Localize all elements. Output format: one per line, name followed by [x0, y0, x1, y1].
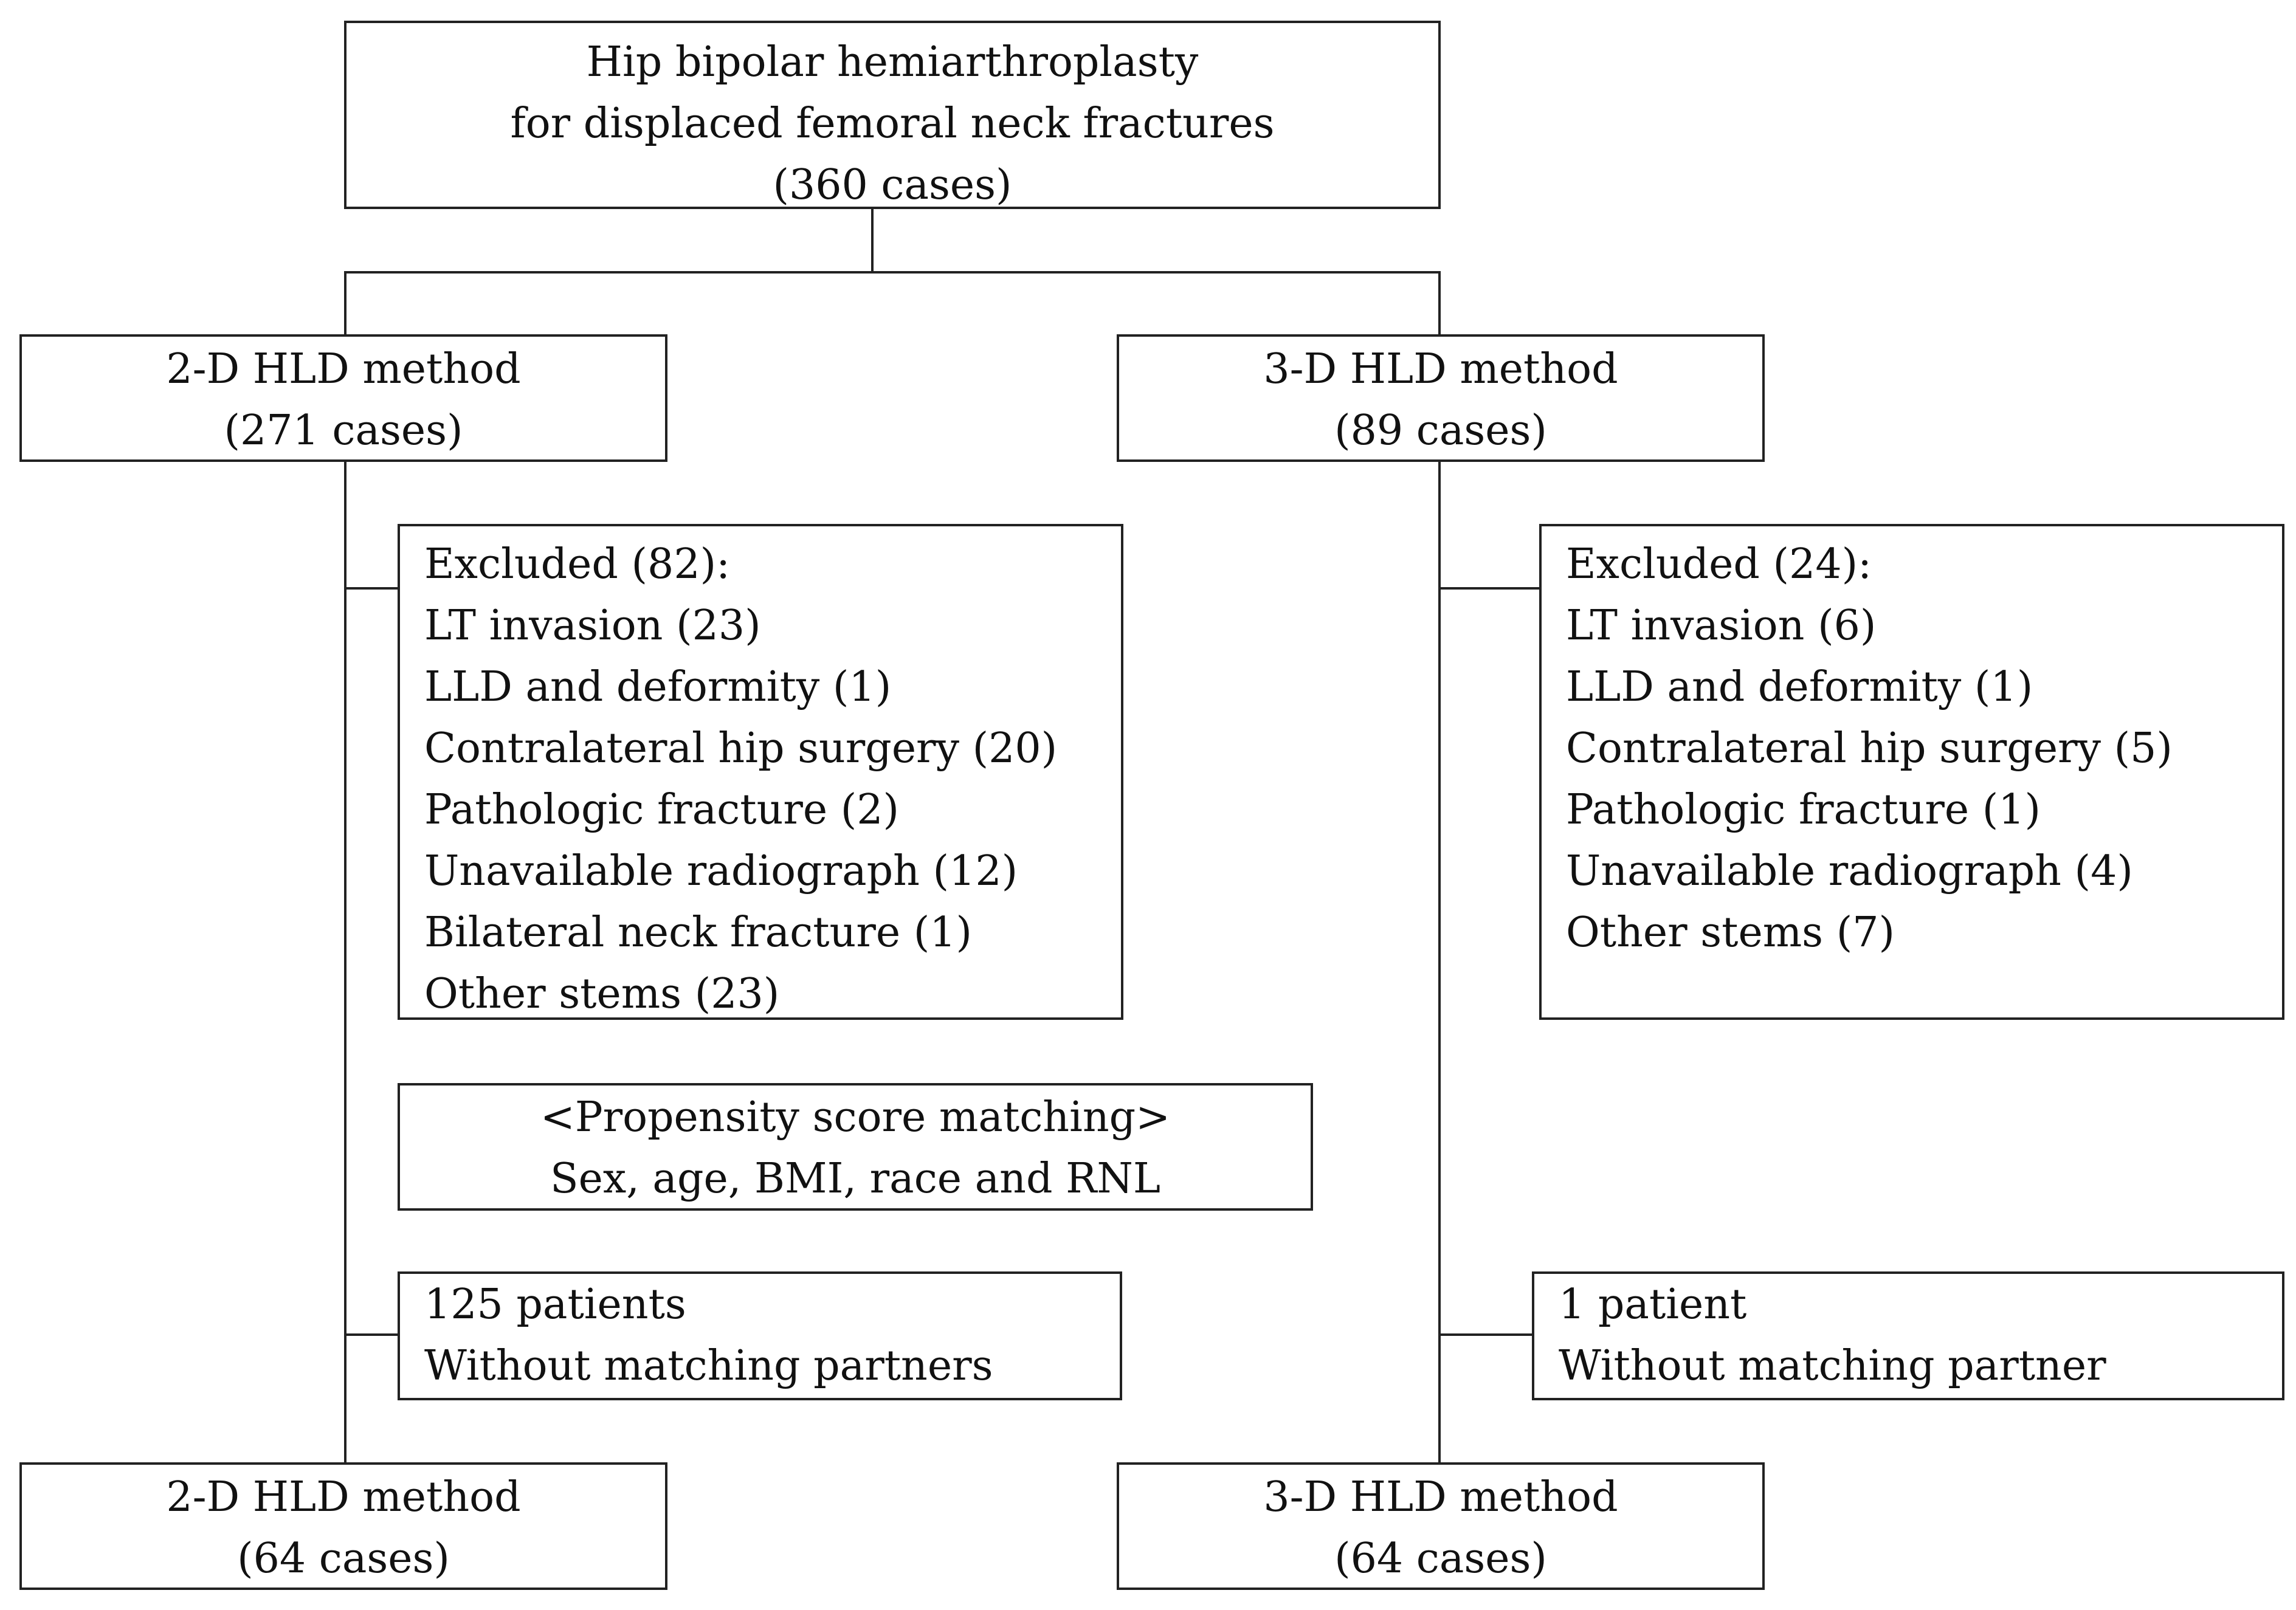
population-line-3: (360 cases): [773, 161, 1012, 209]
final-3d-count: (64 cases): [1334, 1535, 1547, 1583]
matching-box: <Propensity score matching> Sex, age, BM…: [398, 1083, 1313, 1211]
group-3d-box: 3-D HLD method (89 cases): [1117, 334, 1765, 462]
connector-branch-left: [344, 271, 346, 337]
excluded-3d-item: Pathologic fracture (1): [1566, 786, 2041, 834]
matching-covariates: Sex, age, BMI, race and RNL: [550, 1155, 1160, 1203]
excluded-2d-item: Contralateral hip surgery (20): [424, 724, 1058, 772]
excluded-2d-item: Other stems (23): [424, 970, 780, 1018]
excluded-2d-item: Unavailable radiograph (12): [424, 847, 1018, 895]
excluded-3d-item: LLD and deformity (1): [1566, 663, 2033, 711]
connector-right-excluded: [1438, 587, 1540, 590]
final-2d-title: 2-D HLD method: [166, 1473, 521, 1521]
unmatched-3d-box: 1 patient Without matching partner: [1532, 1271, 2284, 1400]
final-3d-box: 3-D HLD method (64 cases): [1117, 1462, 1765, 1590]
group-2d-title: 2-D HLD method: [166, 345, 521, 393]
connector-branch-horizontal: [344, 271, 1441, 273]
final-2d-count: (64 cases): [237, 1535, 450, 1583]
population-box: Hip bipolar hemiarthroplasty for displac…: [344, 21, 1441, 209]
group-3d-count: (89 cases): [1334, 407, 1547, 455]
excluded-2d-header: Excluded (82):: [424, 540, 731, 588]
excluded-2d-item: Pathologic fracture (2): [424, 786, 900, 834]
excluded-2d-item: Bilateral neck fracture (1): [424, 909, 973, 957]
unmatched-2d-count: 125 patients: [424, 1281, 686, 1329]
unmatched-2d-box: 125 patients Without matching partners: [398, 1271, 1122, 1400]
connector-top-down: [871, 207, 874, 272]
connector-branch-right: [1438, 271, 1441, 337]
excluded-3d-header: Excluded (24):: [1566, 540, 1872, 588]
excluded-3d-item: Unavailable radiograph (4): [1566, 847, 2133, 895]
excluded-2d-item: LT invasion (23): [424, 602, 761, 650]
group-3d-title: 3-D HLD method: [1263, 345, 1618, 393]
group-2d-box: 2-D HLD method (271 cases): [19, 334, 667, 462]
unmatched-2d-note: Without matching partners: [424, 1342, 993, 1390]
population-line-1: Hip bipolar hemiarthroplasty: [586, 38, 1199, 86]
final-3d-title: 3-D HLD method: [1263, 1473, 1618, 1521]
connector-left-excluded: [344, 587, 399, 590]
excluded-2d-item: LLD and deformity (1): [424, 663, 892, 711]
final-2d-box: 2-D HLD method (64 cases): [19, 1462, 667, 1590]
group-2d-count: (271 cases): [224, 407, 463, 455]
unmatched-3d-note: Without matching partner: [1559, 1342, 2106, 1390]
connector-right-trunk: [1438, 461, 1441, 1464]
connector-left-trunk: [344, 461, 346, 1464]
excluded-3d-item: LT invasion (6): [1566, 602, 1877, 650]
connector-right-unmatched: [1438, 1333, 1533, 1336]
connector-left-unmatched: [344, 1333, 399, 1336]
excluded-3d-box: Excluded (24): LT invasion (6) LLD and d…: [1539, 524, 2284, 1020]
excluded-3d-item: Contralateral hip surgery (5): [1566, 724, 2173, 772]
population-line-2: for displaced femoral neck fractures: [510, 100, 1275, 148]
excluded-2d-box: Excluded (82): LT invasion (23) LLD and …: [398, 524, 1123, 1020]
unmatched-3d-count: 1 patient: [1559, 1281, 1747, 1329]
excluded-3d-item: Other stems (7): [1566, 909, 1895, 957]
matching-method: <Propensity score matching>: [540, 1093, 1171, 1141]
